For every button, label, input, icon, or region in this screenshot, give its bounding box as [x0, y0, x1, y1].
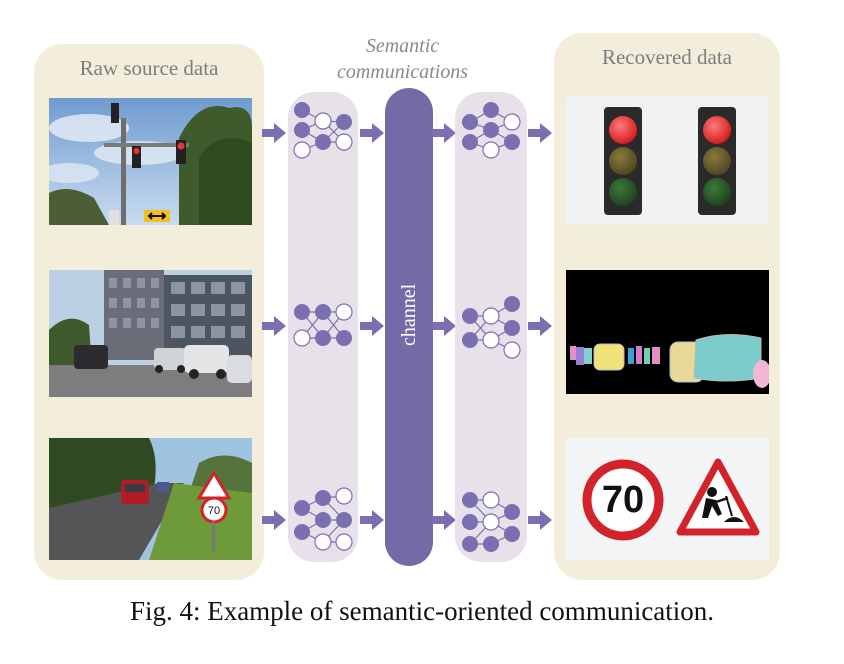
arrow-icon: [360, 510, 384, 530]
arrow-icon: [360, 316, 384, 336]
speed-limit-sign-icon: [582, 459, 664, 541]
arrow-icon: [432, 123, 456, 143]
arrow-icon: [528, 510, 552, 530]
channel-label: channel: [398, 283, 420, 347]
source-image-country-road: 70: [49, 438, 252, 560]
semantic-communications-title: Semantic communications: [336, 35, 469, 83]
decoder-network-icon: [462, 102, 521, 159]
raw-source-title: Raw source data: [79, 56, 219, 80]
recovered-traffic-lights: [566, 97, 768, 225]
encoder-network-icon: [293, 102, 353, 159]
decoder-network-icon: [462, 296, 521, 359]
speed-limit-value: 70: [601, 479, 645, 521]
recovered-segmentation-mask: [566, 270, 769, 394]
source-image-traffic-lights: [49, 98, 252, 225]
roadwork-sign-icon: [676, 458, 760, 536]
channel-bar: [385, 88, 433, 566]
recovered-data-title: Recovered data: [601, 45, 732, 69]
figure-caption: Fig. 4: Example of semantic-oriented com…: [129, 596, 715, 626]
source-image-city-street: [49, 270, 252, 397]
encoder-column: [288, 92, 358, 562]
arrow-icon: [432, 316, 456, 336]
encoder-network-icon: [293, 303, 353, 347]
traffic-light-icon: [604, 107, 642, 215]
arrow-icon: [528, 123, 552, 143]
arrow-icon: [262, 123, 286, 143]
decoder-network-icon: [462, 491, 520, 552]
arrow-icon: [528, 316, 552, 336]
encoder-network-icon: [294, 487, 353, 551]
recovered-road-signs: [566, 438, 769, 560]
arrow-icon: [262, 510, 286, 530]
arrow-icon: [262, 316, 286, 336]
traffic-light-icon: [698, 107, 736, 215]
arrow-icon: [360, 123, 384, 143]
arrow-icon: [432, 510, 456, 530]
svg-text:70: 70: [208, 505, 220, 517]
